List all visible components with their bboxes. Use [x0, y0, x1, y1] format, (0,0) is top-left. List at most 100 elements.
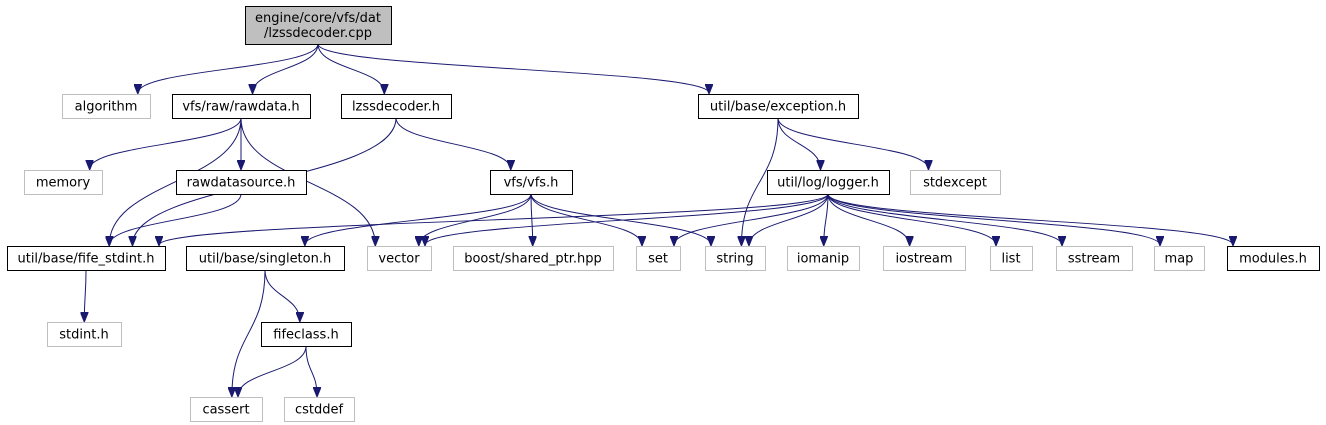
node-label-modules: modules.h: [1239, 252, 1307, 267]
node-label-sstream: sstream: [1068, 252, 1120, 267]
node-label-stdint: stdint.h: [59, 328, 108, 343]
node-cstddef: cstddef: [284, 397, 355, 422]
edge-logger-to-fife_stdint: [159, 193, 829, 245]
edge-logger-to-map: [827, 193, 1160, 245]
node-label-logger: util/log/logger.h: [777, 176, 879, 191]
node-logger[interactable]: util/log/logger.h: [767, 170, 890, 195]
node-vector: vector: [367, 246, 432, 271]
edge-singleton-to-cassert: [232, 269, 266, 396]
node-label-root: engine/core/vfs/dat: [255, 11, 381, 26]
node-singleton[interactable]: util/base/singleton.h: [186, 246, 345, 271]
edge-logger-to-modules: [827, 193, 1233, 245]
node-fife_stdint[interactable]: util/base/fife_stdint.h: [7, 246, 166, 271]
node-modules[interactable]: modules.h: [1227, 246, 1320, 271]
node-box-exception: [698, 94, 859, 119]
node-box-singleton: [186, 246, 345, 271]
edge-vfs-to-shared_ptr: [531, 193, 533, 245]
node-box-logger: [767, 170, 890, 195]
node-string: string: [705, 246, 766, 271]
node-box-set: [636, 246, 681, 271]
node-box-sstream: [1056, 246, 1133, 271]
node-rawdata[interactable]: vfs/raw/rawdata.h: [172, 94, 311, 119]
node-label-list: list: [1001, 252, 1020, 267]
node-label-map: map: [1165, 252, 1194, 267]
node-label-exception: util/base/exception.h: [710, 100, 846, 115]
node-rawdatasource[interactable]: rawdatasource.h: [176, 170, 307, 195]
node-box-shared_ptr: [453, 246, 614, 271]
edge-root-to-lzssdecoder: [317, 43, 384, 93]
node-label-memory: memory: [36, 176, 91, 191]
edge-logger-to-vector: [425, 193, 829, 245]
edge-rawdata-to-memory: [90, 117, 242, 169]
edge-root-to-exception: [317, 43, 709, 93]
node-box-algorithm: [62, 94, 151, 119]
node-box-stdint: [47, 322, 122, 347]
node-box-list: [990, 246, 1033, 271]
node-label-rawdata: vfs/raw/rawdata.h: [182, 100, 299, 115]
node-box-fifeclass: [261, 322, 352, 347]
node-map: map: [1154, 246, 1205, 271]
node-box-vector: [367, 246, 432, 271]
edge-rawdata-to-vector: [240, 117, 375, 245]
edge-fifeclass-to-cassert: [238, 345, 307, 396]
node-box-memory: [24, 170, 103, 195]
node-stdint: stdint.h: [47, 322, 122, 347]
edge-vfs-to-string: [530, 193, 711, 245]
node-label-vfs: vfs/vfs.h: [504, 176, 559, 191]
node-box-string: [705, 246, 766, 271]
node-sstream: sstream: [1056, 246, 1133, 271]
node-algorithm: algorithm: [62, 94, 151, 119]
node-label-singleton: util/base/singleton.h: [199, 252, 331, 267]
node-set: set: [636, 246, 681, 271]
node-label-rawdatasource: rawdatasource.h: [187, 176, 296, 191]
node-box-rawdatasource: [176, 170, 307, 195]
edge-vfs-to-singleton: [305, 193, 532, 245]
edge-logger-to-string: [749, 193, 829, 245]
node-lzssdecoder[interactable]: lzssdecoder.h: [341, 94, 452, 119]
node-label-algorithm: algorithm: [75, 100, 138, 115]
node-vfs[interactable]: vfs/vfs.h: [490, 170, 573, 195]
node-box-fife_stdint: [7, 246, 166, 271]
node-label-fifeclass: fifeclass.h: [273, 328, 338, 343]
edge-rawdatasource-to-fife_stdint: [109, 193, 242, 245]
edge-lzssdecoder-to-vfs: [395, 117, 511, 169]
nodes-layer: engine/core/vfs/dat/lzssdecoder.cpp algor…: [7, 6, 1320, 422]
node-label-lzssdecoder: lzssdecoder.h: [352, 100, 440, 115]
node-root[interactable]: engine/core/vfs/dat/lzssdecoder.cpp: [245, 6, 392, 45]
node-box-modules: [1227, 246, 1320, 271]
edge-root-to-rawdata: [253, 43, 319, 93]
edge-logger-to-iomanip: [824, 193, 829, 245]
node-iomanip: iomanip: [787, 246, 860, 271]
node-box-vfs: [490, 170, 573, 195]
node-box-rawdata: [172, 94, 311, 119]
node-box-iomanip: [787, 246, 860, 271]
node-label-stdexcept: stdexcept: [923, 176, 987, 191]
node-label-iomanip: iomanip: [797, 252, 849, 267]
node-label-root: /lzssdecoder.cpp: [264, 26, 372, 41]
edges-layer: [84, 43, 1233, 396]
edge-exception-to-logger: [777, 117, 821, 169]
node-box-lzssdecoder: [341, 94, 452, 119]
node-shared_ptr: boost/shared_ptr.hpp: [453, 246, 614, 271]
edge-logger-to-sstream: [827, 193, 1062, 245]
node-label-set: set: [648, 252, 668, 267]
node-fifeclass[interactable]: fifeclass.h: [261, 322, 352, 347]
node-label-string: string: [716, 252, 753, 267]
node-label-cstddef: cstddef: [295, 403, 344, 418]
node-label-vector: vector: [378, 252, 420, 267]
edge-root-to-algorithm: [138, 43, 319, 93]
node-box-stdexcept: [910, 170, 1001, 195]
edge-exception-to-stdexcept: [777, 117, 928, 169]
edge-rawdata-to-fife_stdint: [109, 117, 242, 245]
edge-fifeclass-to-cstddef: [305, 345, 317, 396]
node-exception[interactable]: util/base/exception.h: [698, 94, 859, 119]
node-box-iostream: [883, 246, 966, 271]
node-list: list: [990, 246, 1033, 271]
node-label-shared_ptr: boost/shared_ptr.hpp: [464, 252, 602, 267]
edge-exception-to-string: [741, 117, 779, 245]
edge-logger-to-set: [674, 193, 829, 245]
node-box-root: [245, 6, 392, 45]
node-memory: memory: [24, 170, 103, 195]
node-label-iostream: iostream: [895, 252, 952, 267]
